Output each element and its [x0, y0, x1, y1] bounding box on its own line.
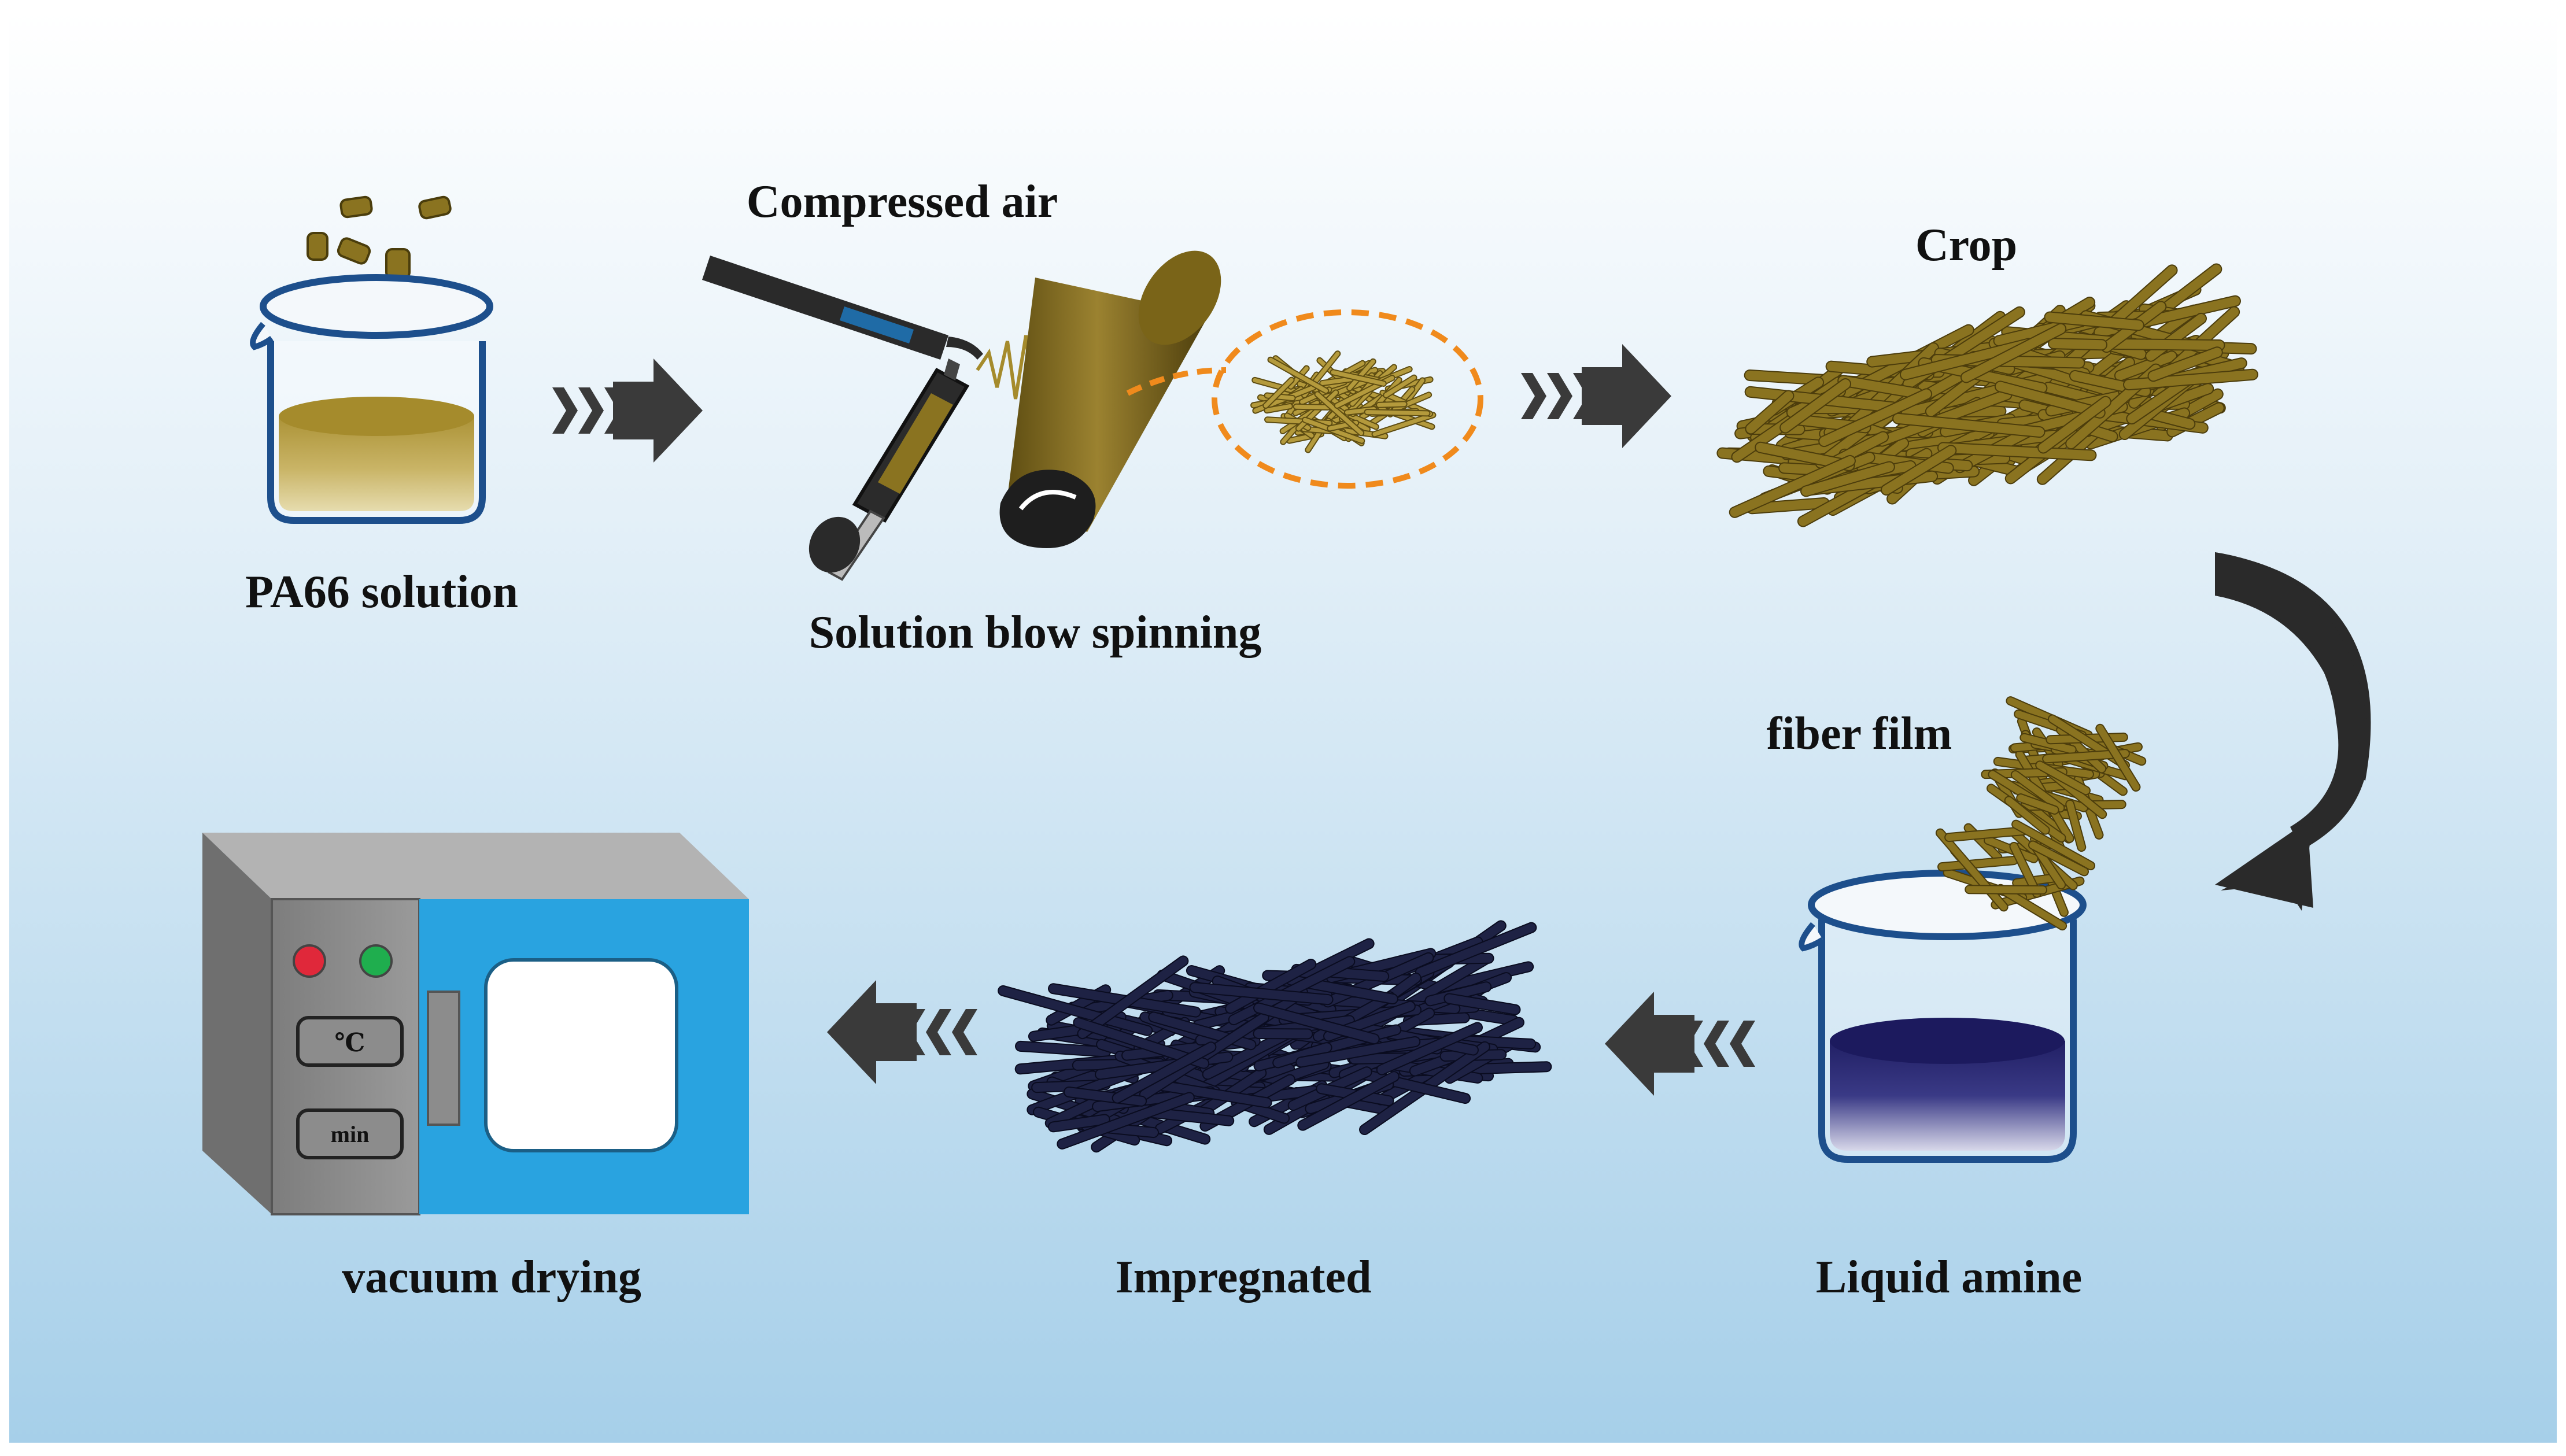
red-indicator-light	[294, 945, 325, 977]
compressed-air-label: Compressed air	[747, 176, 1058, 227]
temperature-unit-label: ℃	[335, 1029, 365, 1057]
door-handle	[428, 992, 459, 1125]
background-panel	[9, 12, 2557, 1443]
oven-window	[486, 960, 677, 1151]
vacuum-oven-icon: ℃ min	[202, 833, 749, 1214]
crop-label: Crop	[1915, 220, 2017, 271]
time-unit-label: min	[331, 1121, 370, 1147]
solution-blow-spinning-label: Solution blow spinning	[809, 607, 1262, 658]
green-indicator-light	[360, 945, 392, 977]
fiber-film-label: fiber film	[1767, 708, 1952, 759]
liquid-amine-label: Liquid amine	[1816, 1252, 2082, 1303]
impregnated-label: Impregnated	[1116, 1252, 1372, 1303]
pa66-solution-label: PA66 solution	[245, 567, 518, 618]
vacuum-drying-label: vacuum drying	[342, 1252, 641, 1303]
